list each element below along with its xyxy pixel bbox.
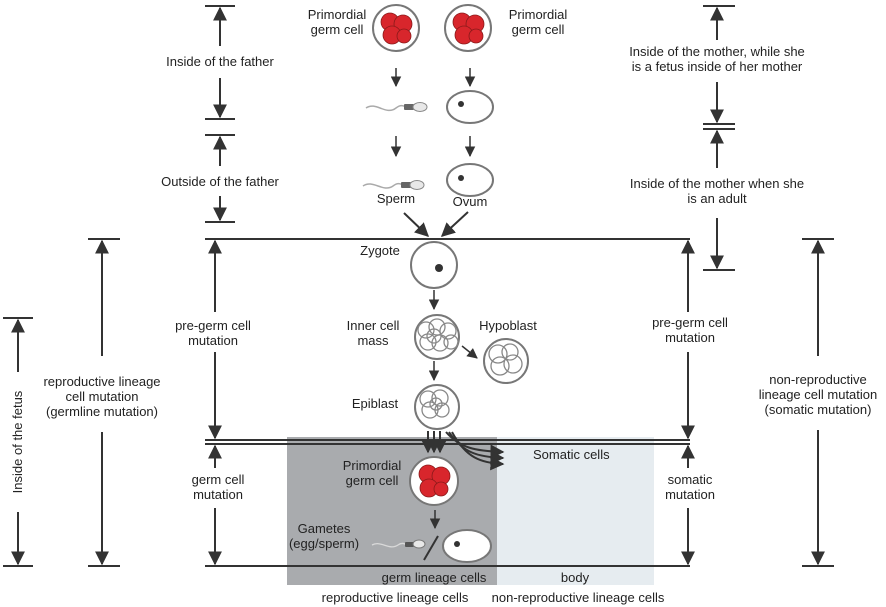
- gamete-sperm-icon: [371, 539, 426, 549]
- hypoblast-cell: [483, 338, 529, 384]
- label-inside-fetus: Inside of the fetus: [10, 390, 25, 493]
- arrow-icm-hypoblast: [461, 345, 478, 359]
- label-zygote: Zygote: [360, 243, 400, 258]
- arrow-sperm-zygote: [403, 212, 430, 237]
- label-gametes: Gametes(egg/sperm): [289, 521, 359, 551]
- inside-fetus-span: [3, 317, 33, 567]
- gamete-egg-icon: [442, 529, 492, 563]
- non-reproductive-mutation-span: [802, 238, 834, 567]
- label-outside-father: Outside of the father: [161, 174, 279, 189]
- inner-cell-mass-cell: [414, 314, 460, 360]
- split-arrows: [421, 431, 505, 471]
- label-reproductive-lineage-cells: reproductive lineage cells: [322, 590, 469, 605]
- label-epiblast: Epiblast: [352, 396, 399, 411]
- oocyte: [446, 90, 494, 124]
- label-somatic-cells: Somatic cells: [533, 447, 610, 462]
- label-ovum: Ovum: [453, 194, 488, 209]
- label-non-reproductive-lineage-cells: non-reproductive lineage cells: [492, 590, 665, 605]
- label-hypoblast: Hypoblast: [479, 318, 537, 333]
- ovum-icon: [446, 163, 494, 197]
- primordial-germ-cell-left: [372, 4, 420, 52]
- label-inside-father: Inside of the father: [166, 54, 274, 69]
- spermatid: [365, 102, 428, 112]
- zygote-cell: [410, 241, 458, 289]
- arrow-ovum-zygote: [440, 211, 469, 237]
- primordial-germ-cell-center: [409, 456, 459, 506]
- gamete-separator: [423, 535, 439, 561]
- primordial-germ-cell-right: [444, 4, 492, 52]
- label-body: body: [561, 570, 590, 585]
- label-sperm: Sperm: [377, 191, 415, 206]
- reproductive-mutation-span: [88, 238, 120, 567]
- epiblast-cell: [414, 384, 460, 430]
- body-region: [497, 437, 654, 585]
- sperm-icon: [362, 180, 425, 190]
- label-germ-lineage-cells: germ lineage cells: [382, 570, 487, 585]
- father-timeline: [205, 5, 235, 566]
- mother-timeline: [681, 5, 735, 566]
